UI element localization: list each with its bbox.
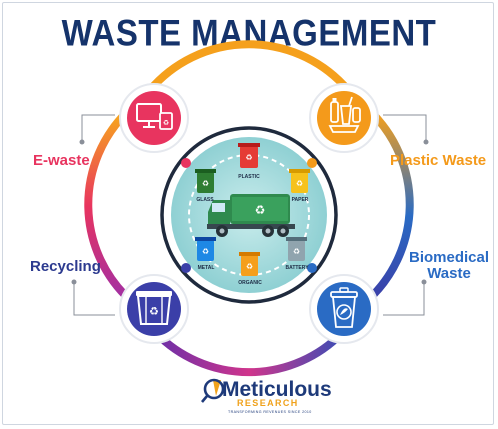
connector-lines	[73, 114, 427, 316]
logo-name: Meticulous	[222, 378, 332, 401]
connector-dot	[71, 279, 77, 285]
svg-text:♻: ♻	[246, 262, 253, 271]
svg-text:♻: ♻	[293, 247, 300, 256]
svg-text:♻: ♻	[202, 179, 209, 188]
frame-border	[2, 2, 494, 425]
label-recycling: Recycling	[30, 258, 101, 275]
svg-text:♻: ♻	[202, 247, 209, 256]
label-ewaste: E-waste	[33, 152, 90, 169]
bin-label-paper: PAPER	[292, 197, 309, 203]
label-biomedical-waste: Biomedical Waste	[404, 250, 494, 282]
bin-label-plastic: PLASTIC	[238, 174, 260, 180]
logo-mark	[201, 378, 225, 403]
ring-dot-biomedical	[307, 263, 317, 273]
bin-label-glass: GLASS	[196, 197, 214, 203]
connector-dot	[423, 139, 429, 145]
svg-text:♻: ♻	[245, 153, 252, 162]
svg-text:♻: ♻	[255, 203, 266, 217]
plastic-icon	[309, 83, 379, 153]
garbage-truck: ♻	[207, 194, 295, 237]
bin-organic: ♻ ORGANIC	[238, 252, 262, 286]
svg-text:♻: ♻	[296, 179, 303, 188]
label-plastic-waste: Plastic Waste	[390, 152, 487, 169]
ring-dot-ewaste	[181, 158, 191, 168]
logo-tagline: TRANSFORMING REVENUES SINCE 2010	[228, 410, 312, 414]
bin-plastic: ♻ PLASTIC	[238, 143, 260, 180]
bin-label-metal: METAL	[198, 265, 215, 271]
outer-ring	[84, 40, 414, 377]
ewaste-icon: ♻	[119, 83, 189, 153]
bin-battery: ♻ BATTERY	[285, 237, 309, 271]
connector-dot	[421, 279, 427, 285]
bin-metal: ♻ METAL	[195, 237, 216, 271]
svg-text:♻: ♻	[149, 305, 159, 318]
biomedical-icon	[309, 274, 379, 344]
logo-sub: RESEARCH	[237, 398, 299, 408]
bin-label-organic: ORGANIC	[238, 280, 262, 286]
connector-dot	[79, 139, 85, 145]
svg-text:♻: ♻	[163, 119, 169, 127]
label-biomedical-line1: Biomedical	[408, 249, 490, 266]
recycling-icon: ♻	[119, 274, 189, 344]
ring-dot-recycling	[181, 263, 191, 273]
bin-paper: ♻ PAPER	[289, 169, 310, 203]
ring-dot-plastic	[307, 158, 317, 168]
bin-label-battery: BATTERY	[285, 265, 309, 271]
bin-glass: ♻ GLASS	[195, 169, 216, 203]
label-biomedical-line2: Waste	[427, 265, 471, 282]
